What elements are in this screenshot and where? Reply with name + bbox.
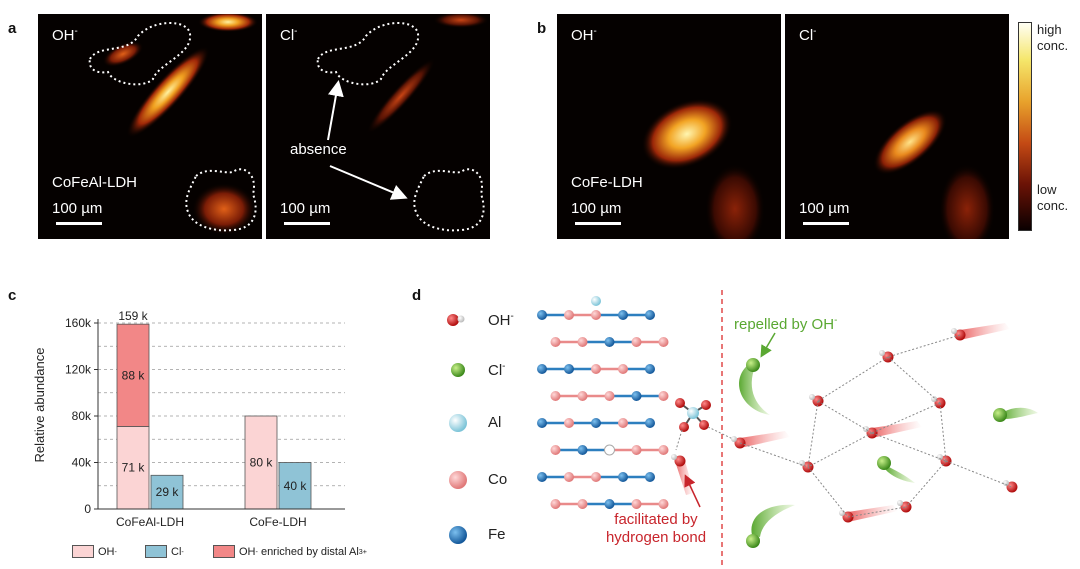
x-category-label: CoFe-LDH bbox=[249, 515, 306, 529]
scale-bar bbox=[803, 222, 849, 225]
panel-label-a: a bbox=[8, 20, 17, 37]
hydrogen-bond-network bbox=[739, 334, 1013, 518]
bar-total-label: 159 k bbox=[118, 309, 148, 323]
facilitated-arrow bbox=[684, 474, 701, 508]
bar-value-label: 40 k bbox=[284, 479, 308, 493]
cl-ion-label: Cl- bbox=[280, 26, 298, 44]
mechanism-diagram bbox=[447, 290, 1038, 569]
legend-swatch-cl bbox=[145, 545, 167, 558]
legend-swatch-enriched bbox=[213, 545, 235, 558]
bar-cl bbox=[150, 474, 184, 510]
panel-label-d: d bbox=[412, 287, 422, 304]
panel-b-cl-map: Cl- 100 µm bbox=[785, 14, 1009, 239]
absence-annotation: absence bbox=[290, 141, 347, 158]
bar-value-label: 71 k bbox=[122, 461, 146, 475]
bar-oh-enriched bbox=[116, 323, 150, 427]
material-label: CoFeAl-LDH bbox=[52, 174, 138, 191]
legend-fe-atom-icon bbox=[449, 526, 467, 544]
y-tick-label: 80k bbox=[72, 409, 92, 423]
legend-al-label: Al bbox=[488, 414, 502, 431]
scale-bar bbox=[284, 222, 330, 225]
scale-bar bbox=[56, 222, 102, 225]
legend-oh-label: OH- bbox=[488, 311, 514, 329]
cl-concentration-map bbox=[316, 14, 489, 232]
bar-value-label: 88 k bbox=[122, 368, 146, 382]
repelled-annotation: repelled by OH- bbox=[734, 315, 838, 333]
scale-label: 100 µm bbox=[280, 200, 331, 217]
y-tick-label: 40k bbox=[72, 456, 92, 470]
scale-label: 100 µm bbox=[52, 200, 103, 217]
bar-value-label: 80 k bbox=[250, 456, 274, 470]
material-label: CoFe-LDH bbox=[571, 174, 643, 191]
legend-cl-atom-icon bbox=[451, 363, 465, 377]
panel-label-b: b bbox=[537, 20, 547, 37]
ldh-lattice bbox=[537, 296, 669, 509]
y-tick-label: 0 bbox=[84, 502, 91, 516]
abundance-bar-chart: 71 k 88 k 159 k 29 k 80 k 40 k 0 40k 80k 120k 160… bbox=[32, 309, 345, 529]
legend-al-atom-icon bbox=[449, 414, 467, 432]
y-tick-label: 120k bbox=[65, 363, 92, 377]
scale-label: 100 µm bbox=[799, 200, 850, 217]
legend-cl-label: Cl- bbox=[488, 361, 506, 379]
bar-oh bbox=[244, 415, 278, 510]
panel-a-oh-map: OH- CoFeAl-LDH 100 µm bbox=[38, 14, 262, 239]
hydroxide-ions bbox=[671, 323, 1018, 523]
y-axis-label: Relative abundance bbox=[32, 348, 47, 463]
bar-value-label: 29 k bbox=[156, 485, 180, 499]
legend-oh-molecule-icon bbox=[447, 314, 465, 326]
oh-ion-label: OH- bbox=[52, 26, 78, 44]
repelled-arrow bbox=[760, 332, 776, 358]
oh-concentration-map bbox=[641, 98, 765, 239]
scale-bar bbox=[575, 222, 621, 225]
x-category-label: CoFeAl-LDH bbox=[116, 515, 184, 529]
bar-cl bbox=[278, 462, 312, 510]
legend-co-label: Co bbox=[488, 471, 508, 488]
chloride-ions bbox=[739, 358, 1038, 548]
oh-concentration-map bbox=[88, 14, 258, 235]
cl-ion-label: Cl- bbox=[799, 26, 817, 44]
legend-oh: OH- bbox=[72, 545, 117, 558]
legend-cl: Cl- bbox=[145, 545, 184, 558]
concentration-colorbar bbox=[1018, 22, 1032, 231]
panel-b-oh-map: OH- CoFe-LDH 100 µm bbox=[557, 14, 781, 239]
oh-ion-label: OH- bbox=[571, 26, 597, 44]
y-tick-label: 160k bbox=[65, 316, 92, 330]
legend-swatch-oh bbox=[72, 545, 94, 558]
legend-fe-label: Fe bbox=[488, 526, 506, 543]
chart-bars: 71 k 88 k 159 k 29 k 80 k 40 k bbox=[116, 309, 312, 510]
scale-label: 100 µm bbox=[571, 200, 622, 217]
panel-a-cl-map: Cl- absence 100 µm bbox=[266, 14, 490, 239]
panel-label-c: c bbox=[8, 287, 17, 304]
cl-concentration-map bbox=[873, 109, 995, 239]
aluminate-complex bbox=[675, 398, 736, 451]
legend-co-atom-icon bbox=[449, 471, 467, 489]
